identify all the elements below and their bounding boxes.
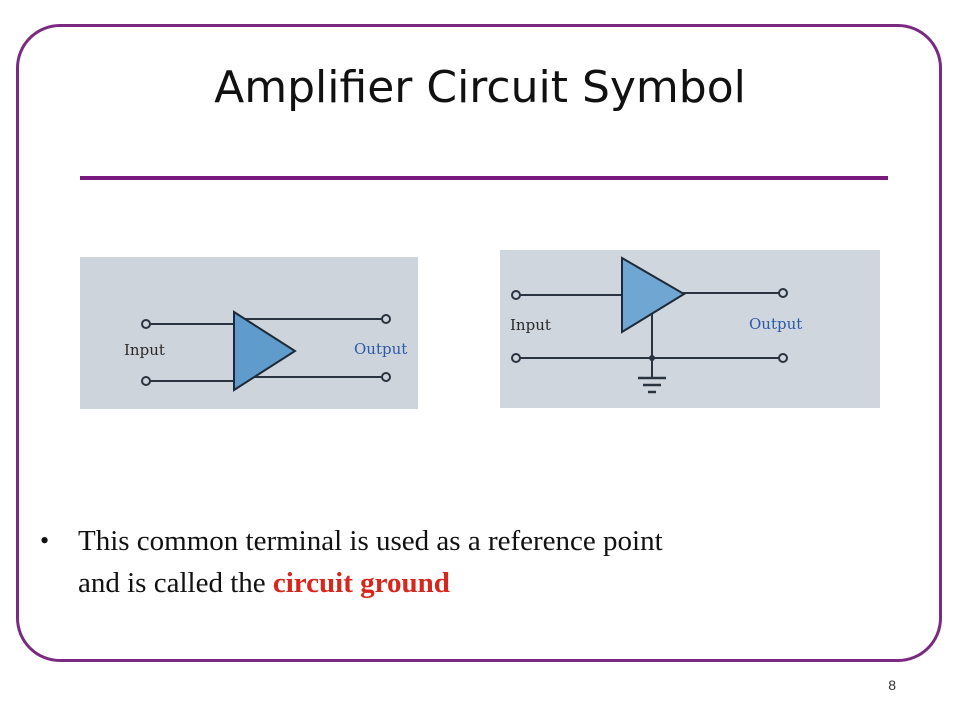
input-label: Input (510, 316, 551, 334)
title-divider (80, 176, 888, 180)
output-terminal-bottom (778, 353, 788, 363)
input-terminal-bottom (511, 353, 521, 363)
slide-frame (16, 24, 942, 662)
input-terminal-bottom (141, 376, 151, 386)
page-number: 8 (888, 677, 896, 693)
circuit-ground-highlight: circuit ground (272, 567, 450, 599)
input-label: Input (124, 341, 165, 359)
bullet-text: This common terminal is used as a refere… (78, 520, 840, 604)
input-terminal-top (511, 290, 521, 300)
output-terminal-bottom (381, 372, 391, 382)
amplifier-diagram-basic: Input Output (80, 257, 418, 409)
amplifier-diagram-grounded: Input Output (500, 250, 880, 408)
bullet-line-1: This common terminal is used as a refere… (78, 525, 663, 557)
bullet-line-2-prefix: and is called the (78, 567, 266, 599)
output-terminal-top (778, 288, 788, 298)
amplifier-triangle (621, 256, 686, 334)
diagram-background (500, 250, 880, 408)
output-label: Output (749, 315, 802, 333)
bullet-point: • This common terminal is used as a refe… (40, 520, 840, 604)
bullet-marker: • (40, 526, 50, 555)
slide-title: Amplifier Circuit Symbol (214, 62, 746, 113)
output-label: Output (354, 340, 407, 358)
input-terminal-top (141, 319, 151, 329)
bullet-line-2: and is called the circuit ground (78, 562, 840, 604)
output-terminal-top (381, 314, 391, 324)
ground-junction-dot (649, 355, 655, 361)
amplifier-triangle (233, 310, 297, 392)
